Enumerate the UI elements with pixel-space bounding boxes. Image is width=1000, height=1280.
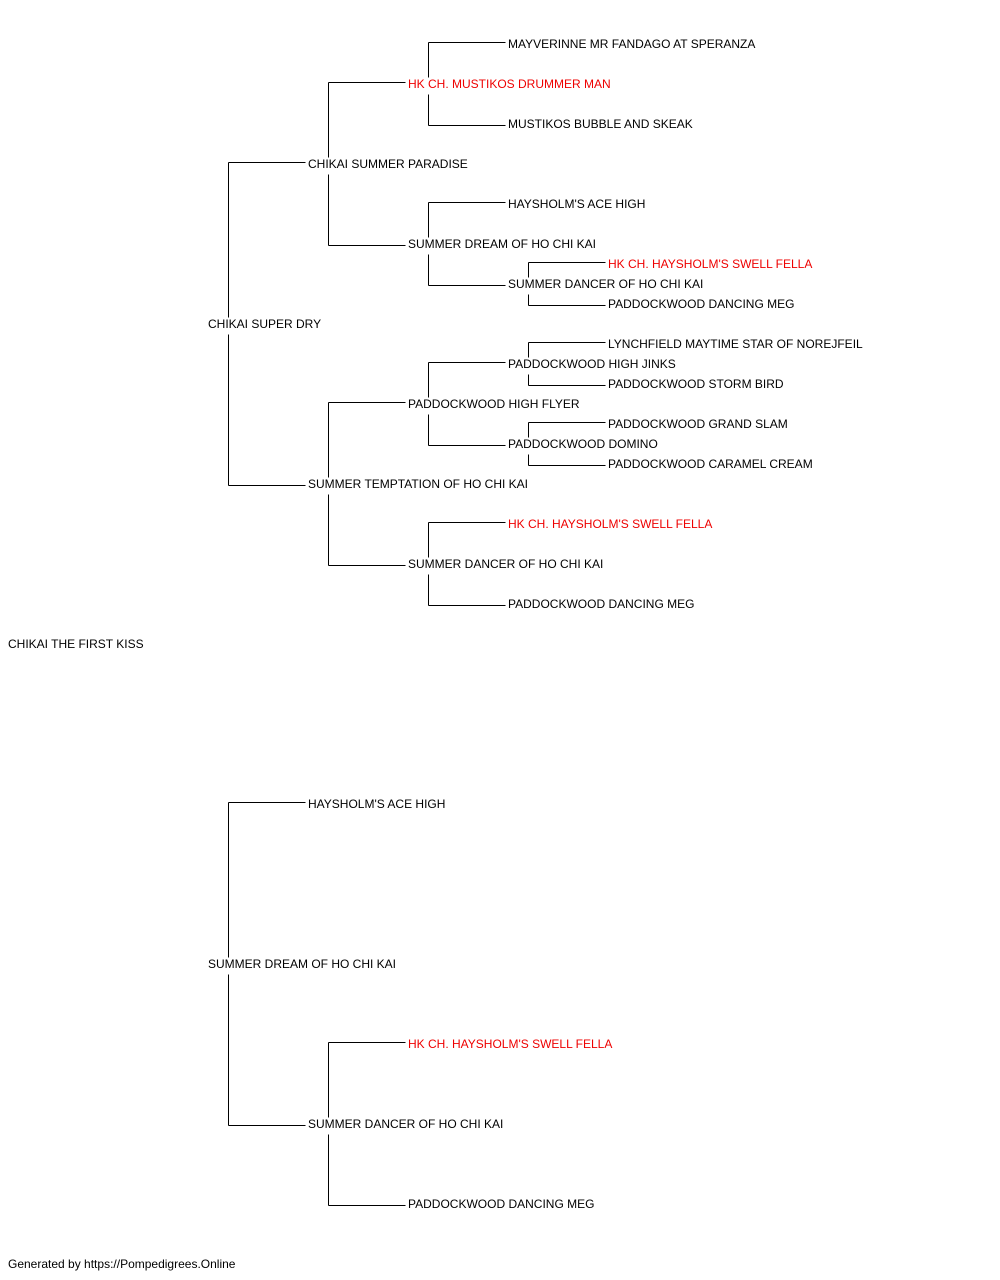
dam-sire-name: HAYSHOLM'S ACE HIGH xyxy=(308,797,446,811)
sire-sire-dam-name: SUMMER DREAM OF HO CHI KAI xyxy=(408,237,597,251)
dam-dam-dam-name: PADDOCKWOOD DANCING MEG xyxy=(408,1197,595,1211)
sire-sire-sire-dam-name: MUSTIKOS BUBBLE AND SKEAK xyxy=(508,117,693,131)
sire-dam-sire-sire-sire-name: LYNCHFIELD MAYTIME STAR OF NOREJFEIL xyxy=(608,337,863,351)
dam-dam-sire-name: HK CH. HAYSHOLM'S SWELL FELLA xyxy=(408,1037,613,1051)
dam-name: SUMMER DREAM OF HO CHI KAI xyxy=(208,957,397,971)
subject-name: CHIKAI THE FIRST KISS xyxy=(8,637,144,651)
sire-sire-dam-dam-name: SUMMER DANCER OF HO CHI KAI xyxy=(508,277,704,291)
generated-by-footer: Generated by https://Pompedigrees.Online xyxy=(8,1257,236,1271)
sire-dam-dam-sire-name: HK CH. HAYSHOLM'S SWELL FELLA xyxy=(508,517,713,531)
dam-dam-name: SUMMER DANCER OF HO CHI KAI xyxy=(308,1117,504,1131)
sire-dam-sire-dam-sire-name: PADDOCKWOOD GRAND SLAM xyxy=(608,417,788,431)
sire-sire-sire-name: HK CH. MUSTIKOS DRUMMER MAN xyxy=(408,77,611,91)
sire-sire-dam-dam-sire-name: HK CH. HAYSHOLM'S SWELL FELLA xyxy=(608,257,813,271)
sire-dam-dam-name: SUMMER DANCER OF HO CHI KAI xyxy=(408,557,604,571)
sire-sire-dam-dam-dam-name: PADDOCKWOOD DANCING MEG xyxy=(608,297,795,311)
sire-dam-sire-name: PADDOCKWOOD HIGH FLYER xyxy=(408,397,580,411)
sire-sire-sire-sire-name: MAYVERINNE MR FANDAGO AT SPERANZA xyxy=(508,37,756,51)
sire-dam-sire-sire-name: PADDOCKWOOD HIGH JINKS xyxy=(508,357,676,371)
sire-dam-dam-dam-name: PADDOCKWOOD DANCING MEG xyxy=(508,597,695,611)
sire-dam-sire-dam-dam-name: PADDOCKWOOD CARAMEL CREAM xyxy=(608,457,813,471)
sire-sire-dam-sire-name: HAYSHOLM'S ACE HIGH xyxy=(508,197,646,211)
sire-dam-sire-dam-name: PADDOCKWOOD DOMINO xyxy=(508,437,658,451)
sire-dam-sire-sire-dam-name: PADDOCKWOOD STORM BIRD xyxy=(608,377,784,391)
sire-name: CHIKAI SUPER DRY xyxy=(208,317,322,331)
sire-dam-name: SUMMER TEMPTATION OF HO CHI KAI xyxy=(308,477,529,491)
sire-sire-name: CHIKAI SUMMER PARADISE xyxy=(308,157,468,171)
